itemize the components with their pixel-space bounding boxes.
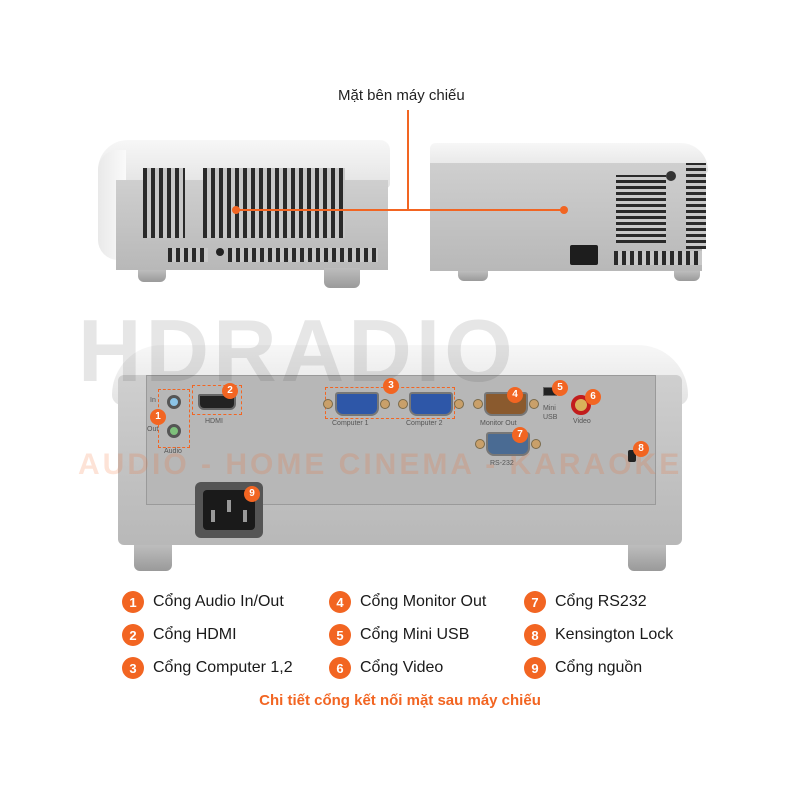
legend-number: 1 <box>122 591 144 613</box>
computer2-port <box>409 392 453 416</box>
monitor-screw-right <box>529 399 539 409</box>
legend-label: Cổng RS232 <box>555 593 647 610</box>
legend-item: 3 Cổng Computer 1,2 <box>122 657 293 679</box>
usb-label: USB <box>543 414 558 421</box>
legend-item: 9 Cổng nguồn <box>524 657 642 679</box>
legend-label: Cổng nguồn <box>555 659 643 676</box>
rs232-port <box>486 432 530 456</box>
rs232-screw-right <box>531 439 541 449</box>
legend-number: 4 <box>329 591 351 613</box>
badge-2: 2 <box>222 383 238 399</box>
badge-8: 8 <box>633 441 649 457</box>
audio-label: Audio <box>164 448 182 455</box>
legend-item: 5 Cổng Mini USB <box>329 624 469 646</box>
audio-out-label: Out <box>147 426 159 433</box>
kensington-slot <box>628 450 636 462</box>
caption: Chi tiết cổng kết nối mặt sau máy chiếu <box>259 692 541 709</box>
legend-item: 7 Cổng RS232 <box>524 591 647 613</box>
audio-in-jack <box>167 395 181 409</box>
vga1-screw-right <box>380 399 390 409</box>
callout-dot-left <box>232 206 240 214</box>
projector-side-right <box>430 143 710 283</box>
callout-line-horizontal <box>236 209 566 211</box>
badge-9: 9 <box>244 486 260 502</box>
legend-label: Cổng Audio In/Out <box>153 593 284 610</box>
legend-label: Cổng Computer 1,2 <box>153 659 293 676</box>
vga2-screw-right <box>454 399 464 409</box>
badge-3: 3 <box>383 378 399 394</box>
mini-label: Mini <box>543 405 556 412</box>
legend-item: 2 Cổng HDMI <box>122 624 237 646</box>
watermark-logo: HDRADIO <box>78 301 517 400</box>
badge-5: 5 <box>552 380 568 396</box>
watermark-tagline: AUDIO - HOME CINEMA - KARAOKE <box>78 448 683 481</box>
rs232-screw-left <box>475 439 485 449</box>
legend-item: 1 Cổng Audio In/Out <box>122 591 284 613</box>
badge-1: 1 <box>150 409 166 425</box>
legend-number: 9 <box>524 657 546 679</box>
computer1-label: Computer 1 <box>332 420 369 427</box>
badge-7: 7 <box>512 427 528 443</box>
legend-number: 7 <box>524 591 546 613</box>
projector-side-left <box>98 140 390 290</box>
monitor-out-label: Monitor Out <box>480 420 517 427</box>
vga1-screw-left <box>323 399 333 409</box>
monitor-screw-left <box>473 399 483 409</box>
audio-in-label: In <box>150 397 156 404</box>
legend-item: 6 Cổng Video <box>329 657 443 679</box>
legend-label: Cổng HDMI <box>153 626 237 643</box>
legend-label: Cổng Monitor Out <box>360 593 487 610</box>
legend-number: 3 <box>122 657 144 679</box>
legend-label: Cổng Video <box>360 659 444 676</box>
legend-number: 6 <box>329 657 351 679</box>
side-view-title: Mặt bên máy chiếu <box>338 87 465 104</box>
legend-number: 5 <box>329 624 351 646</box>
legend-item: 8 Kensington Lock <box>524 624 673 646</box>
monitor-out-port <box>484 392 528 416</box>
legend-label: Kensington Lock <box>555 626 674 643</box>
callout-dot-right <box>560 206 568 214</box>
legend-label: Cổng Mini USB <box>360 626 470 643</box>
legend-item: 4 Cổng Monitor Out <box>329 591 486 613</box>
hdmi-port-group <box>192 385 242 415</box>
rs232-label: RS-232 <box>490 460 514 467</box>
video-label: Video <box>573 418 591 425</box>
audio-out-jack <box>167 424 181 438</box>
hdmi-label: HDMI <box>205 418 223 425</box>
legend-number: 8 <box>524 624 546 646</box>
vga2-screw-left <box>398 399 408 409</box>
computer2-label: Computer 2 <box>406 420 443 427</box>
badge-4: 4 <box>507 387 523 403</box>
badge-6: 6 <box>585 389 601 405</box>
computer1-port <box>335 392 379 416</box>
legend-number: 2 <box>122 624 144 646</box>
callout-line-vertical <box>407 110 409 210</box>
